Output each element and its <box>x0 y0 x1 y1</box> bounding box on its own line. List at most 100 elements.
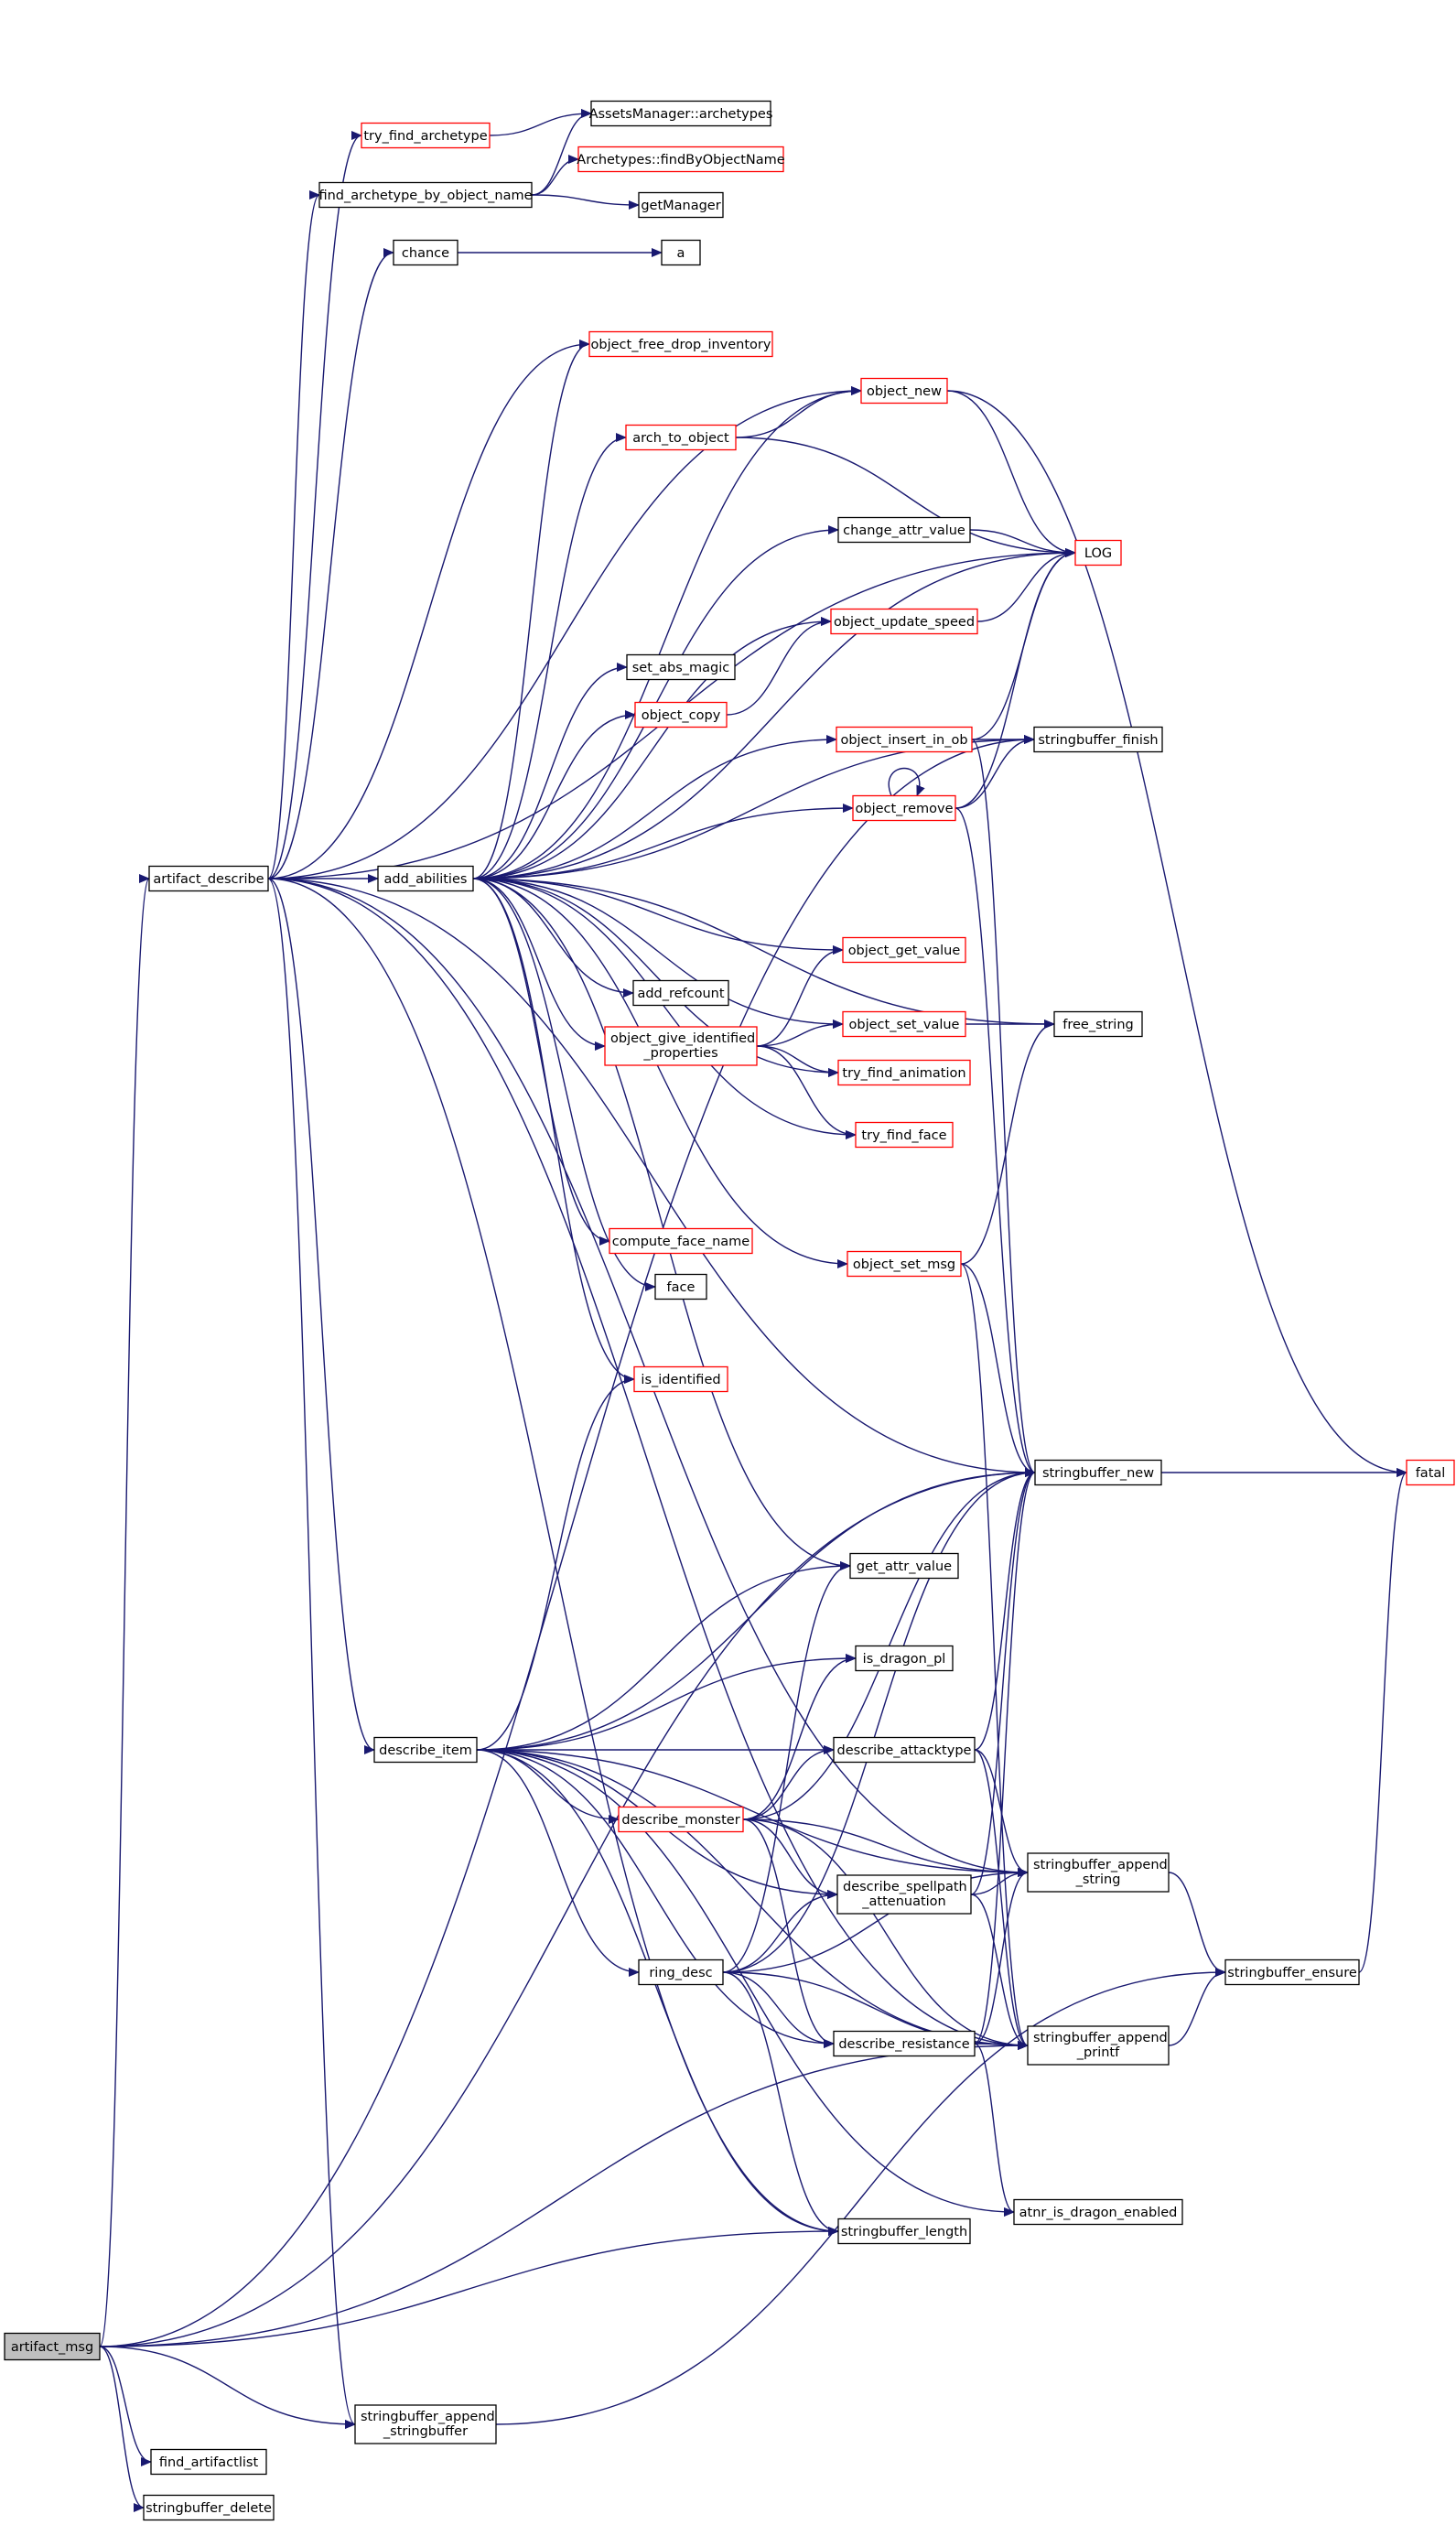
node-describe_resistance[interactable]: describe_resistance <box>833 2030 976 2057</box>
edge-object_set_msg-to-free_string <box>960 1020 1055 1265</box>
node-box-try_find_face <box>855 1121 954 1149</box>
node-is_dragon_pl[interactable]: is_dragon_pl <box>855 1645 954 1672</box>
edge-add_abilities-to-object_update_speed <box>472 617 832 879</box>
node-stringbuffer_append_stringbuffer[interactable]: stringbuffer_append_stringbuffer <box>354 2404 497 2444</box>
edge-find_archetype_by_object_name-to-getmanager <box>531 194 640 210</box>
node-describe_item[interactable]: describe_item <box>373 1736 478 1764</box>
node-compute_face_name[interactable]: compute_face_name <box>609 1227 753 1255</box>
node-box-describe_attacktype <box>833 1736 976 1764</box>
node-label-stringbuffer_append_printf: stringbuffer_append_printf <box>1033 2031 1168 2060</box>
node-ring_desc[interactable]: ring_desc <box>638 1958 724 1986</box>
node-stringbuffer_append_string[interactable]: stringbuffer_append_string <box>1027 1852 1170 1893</box>
edge-artifact_describe-to-describe_item <box>267 878 375 1754</box>
node-archetypes_findbyobjectname[interactable]: Archetypes::findByObjectName <box>577 146 785 173</box>
node-set_abs_magic[interactable]: set_abs_magic <box>626 653 736 681</box>
node-get_attr_value[interactable]: get_attr_value <box>849 1552 959 1580</box>
node-box-chance <box>393 239 458 266</box>
node-assets_archetypes[interactable]: AssetsManager::archetypes <box>589 100 773 127</box>
node-face[interactable]: face <box>654 1273 707 1300</box>
node-add_refcount[interactable]: add_refcount <box>632 979 729 1007</box>
node-object_set_msg[interactable]: object_set_msg <box>847 1250 962 1278</box>
node-box-stringbuffer_append_string <box>1027 1852 1170 1893</box>
node-arch_to_object[interactable]: arch_to_object <box>625 424 737 451</box>
node-box-a <box>661 239 701 266</box>
node-object_set_value[interactable]: object_set_value <box>842 1010 966 1038</box>
edge-object_remove-to-log <box>954 548 1076 809</box>
node-box-stringbuffer_delete <box>143 2494 275 2521</box>
edge-object_set_msg-to-stringbuffer_new <box>960 1263 1036 1477</box>
node-find_artifactlist[interactable]: find_artifactlist <box>150 2448 267 2476</box>
edge-ring_desc-to-describe_resistance <box>722 1971 835 2048</box>
edge-object_give_identified_properties-to-try_find_face <box>756 1045 857 1139</box>
node-is_identified[interactable]: is_identified <box>633 1365 728 1393</box>
edge-ring_desc-to-describe_spellpath_attenuation <box>722 1890 838 1973</box>
edge-object_update_speed-to-log <box>976 548 1076 622</box>
node-getmanager[interactable]: getManager <box>638 191 724 219</box>
node-atnr_is_dragon_enabled[interactable]: atnr_is_dragon_enabled <box>1013 2198 1183 2226</box>
node-object_copy[interactable]: object_copy <box>634 701 728 728</box>
node-label-try_find_animation: try_find_animation <box>842 1066 965 1081</box>
node-object_update_speed[interactable]: object_update_speed <box>830 608 978 635</box>
node-log[interactable]: LOG <box>1074 539 1122 567</box>
node-label-face: face <box>667 1280 696 1295</box>
node-label-stringbuffer_finish: stringbuffer_finish <box>1038 733 1158 748</box>
node-stringbuffer_new[interactable]: stringbuffer_new <box>1034 1459 1162 1486</box>
node-try_find_archetype[interactable]: try_find_archetype <box>361 122 491 149</box>
node-describe_monster[interactable]: describe_monster <box>618 1806 744 1833</box>
node-label-object_give_identified_properties: object_give_identified_properties <box>610 1031 755 1061</box>
node-object_new[interactable]: object_new <box>860 377 948 405</box>
node-fatal[interactable]: fatal <box>1406 1459 1455 1486</box>
node-stringbuffer_delete[interactable]: stringbuffer_delete <box>143 2494 275 2521</box>
node-box-try_find_archetype <box>361 122 491 149</box>
node-find_archetype_by_object_name[interactable]: find_archetype_by_object_name <box>318 181 533 209</box>
node-box-change_attr_value <box>837 516 971 544</box>
edge-artifact_describe-to-object_new <box>267 386 862 879</box>
node-label-find_artifactlist: find_artifactlist <box>159 2455 259 2470</box>
node-free_string[interactable]: free_string <box>1053 1010 1143 1038</box>
node-a[interactable]: a <box>661 239 701 266</box>
node-box-stringbuffer_new <box>1034 1459 1162 1486</box>
edge-add_abilities-to-object_set_value <box>472 878 844 1029</box>
node-box-stringbuffer_length <box>837 2217 971 2245</box>
node-chance[interactable]: chance <box>393 239 458 266</box>
edge-try_find_archetype-to-assets_archetypes <box>489 109 592 136</box>
edge-ring_desc-to-stringbuffer_new <box>722 1468 1036 1973</box>
node-add_abilities[interactable]: add_abilities <box>377 865 474 892</box>
node-stringbuffer_append_printf[interactable]: stringbuffer_append_printf <box>1027 2025 1170 2066</box>
edge-describe_item-to-stringbuffer_length <box>476 1749 839 2236</box>
edge-artifact_describe-to-stringbuffer_length <box>267 878 839 2236</box>
node-object_free_drop_inventory[interactable]: object_free_drop_inventory <box>588 330 773 358</box>
node-object_insert_in_ob[interactable]: object_insert_in_ob <box>836 726 973 753</box>
node-stringbuffer_ensure[interactable]: stringbuffer_ensure <box>1224 1958 1360 1986</box>
node-label-try_find_archetype: try_find_archetype <box>363 129 487 144</box>
node-object_give_identified_properties[interactable]: object_give_identified_properties <box>604 1026 758 1066</box>
edge-add_abilities-to-object_insert_in_ob <box>472 735 837 879</box>
edge-find_archetype_by_object_name-to-archetypes_findbyobjectname <box>531 155 579 196</box>
node-object_get_value[interactable]: object_get_value <box>842 936 966 964</box>
node-box-object_set_value <box>842 1010 966 1038</box>
node-artifact_msg[interactable]: artifact_msg <box>4 2332 101 2361</box>
node-box-find_artifactlist <box>150 2448 267 2476</box>
node-try_find_face[interactable]: try_find_face <box>855 1121 954 1149</box>
node-try_find_animation[interactable]: try_find_animation <box>837 1059 971 1086</box>
node-box-compute_face_name <box>609 1227 753 1255</box>
node-change_attr_value[interactable]: change_attr_value <box>837 516 971 544</box>
node-object_remove[interactable]: object_remove <box>852 794 956 822</box>
node-stringbuffer_finish[interactable]: stringbuffer_finish <box>1033 726 1163 753</box>
edge-describe_item-to-stringbuffer_append_printf <box>476 1749 1029 2050</box>
edge-add_abilities-to-object_new <box>472 386 862 879</box>
node-describe_attacktype[interactable]: describe_attacktype <box>833 1736 976 1764</box>
node-box-stringbuffer_append_stringbuffer <box>354 2404 497 2444</box>
node-box-atnr_is_dragon_enabled <box>1013 2198 1183 2226</box>
edge-describe_item-to-ring_desc <box>476 1749 640 1977</box>
node-describe_spellpath_attenuation[interactable]: describe_spellpath_attenuation <box>836 1874 972 1915</box>
edge-stringbuffer_append_stringbuffer-to-stringbuffer_ensure <box>495 1968 1226 2425</box>
node-box-describe_monster <box>618 1806 744 1833</box>
node-label-object_get_value: object_get_value <box>848 944 961 958</box>
node-artifact_describe[interactable]: artifact_describe <box>148 865 269 892</box>
node-box-add_refcount <box>632 979 729 1007</box>
node-box-find_archetype_by_object_name <box>318 181 533 209</box>
edge-describe_item-to-atnr_is_dragon_enabled <box>476 1749 1015 2217</box>
node-stringbuffer_length[interactable]: stringbuffer_length <box>837 2217 971 2245</box>
